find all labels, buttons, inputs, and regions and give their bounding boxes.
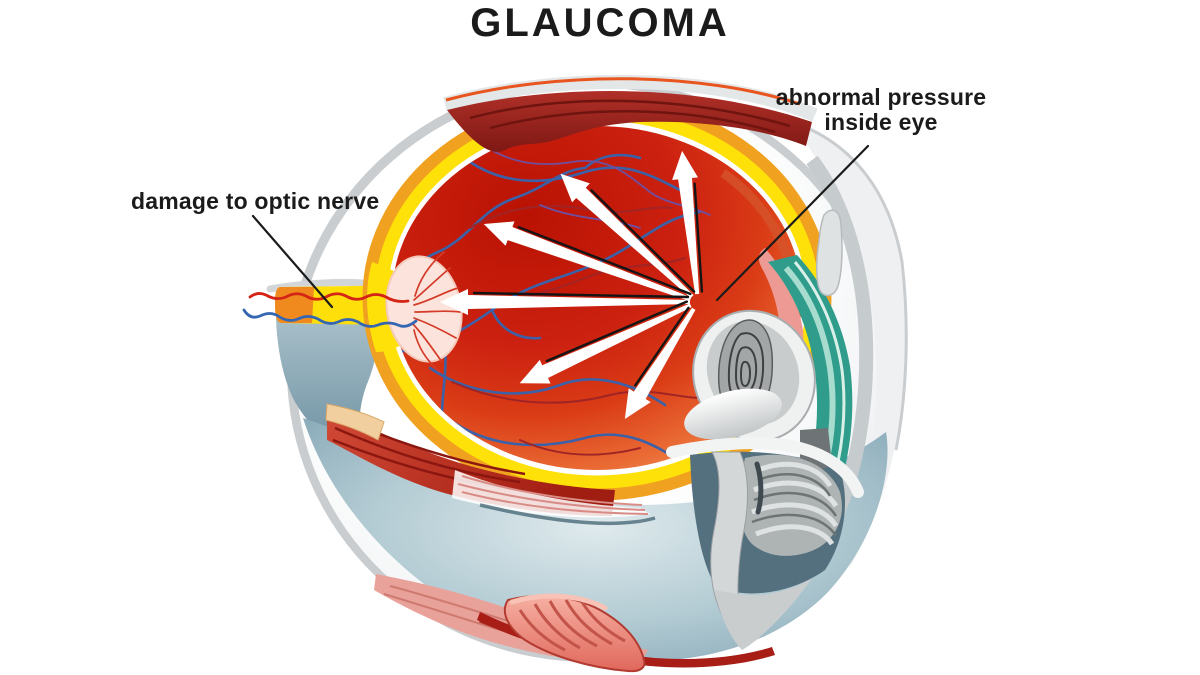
pressure-arrow-left-up [483, 221, 692, 302]
anterior-folds [666, 428, 864, 650]
pressure-arrow-down [624, 306, 696, 420]
lens-and-iris [684, 309, 816, 443]
label-abnormal-pressure: abnormal pressure inside eye [768, 85, 994, 135]
label-abnormal-pressure-line1: abnormal pressure [775, 84, 987, 110]
pressure-arrows [440, 150, 704, 420]
leader-line-pressure [715, 144, 870, 302]
page-title: GLAUCOMA [470, 1, 730, 45]
pressure-arrow-up [672, 150, 704, 295]
leader-line-optic-nerve [251, 214, 334, 309]
inferior-oblique-muscle [477, 593, 775, 673]
label-abnormal-pressure-line2: inside eye [824, 109, 938, 135]
label-damage-optic-nerve: damage to optic nerve [131, 188, 380, 214]
episcleral-stub [816, 209, 843, 297]
optic-nerve-vessels [242, 292, 418, 328]
pressure-arrow-lower-left [519, 300, 692, 384]
pressure-arrow-left [440, 289, 690, 315]
optic-disc [385, 251, 463, 373]
lateral-muscle [325, 403, 656, 526]
superior-muscle [443, 74, 818, 152]
pressure-arrow-upper-left [560, 173, 696, 299]
